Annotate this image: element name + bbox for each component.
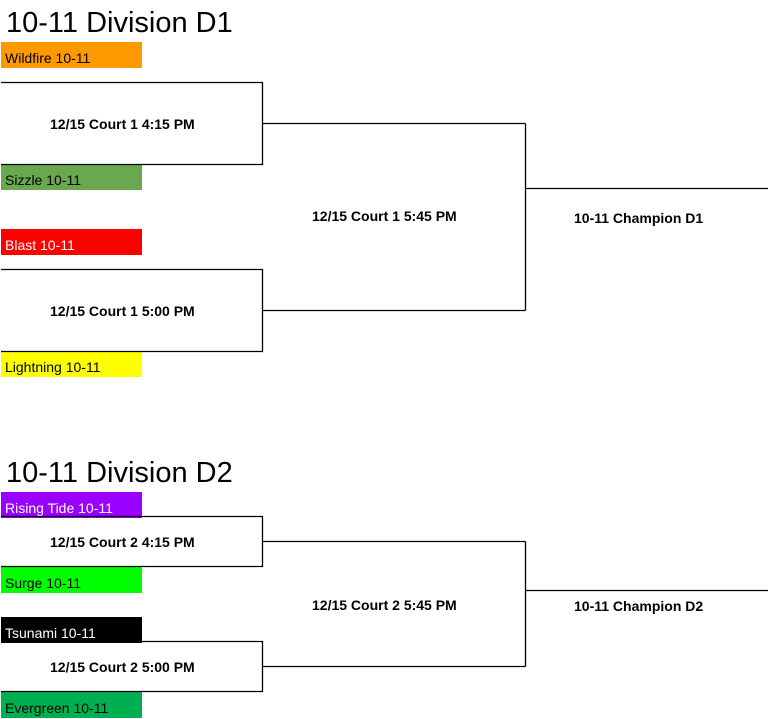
team-slot-sizzle[interactable]: Sizzle 10-11: [1, 164, 142, 190]
team-slot-rising-tide[interactable]: Rising Tide 10-11: [1, 492, 142, 518]
bracket-line-d2-semi2: [1, 640, 264, 693]
team-slot-lightning[interactable]: Lightning 10-11: [1, 351, 142, 377]
game-label-d2-semi2: 12/15 Court 2 5:00 PM: [50, 659, 195, 675]
game-label-d1-semi2: 12/15 Court 1 5:00 PM: [50, 303, 195, 319]
bracket-line-d2-semi1: [1, 515, 264, 568]
team-slot-evergreen[interactable]: Evergreen 10-11: [1, 692, 142, 718]
team-slot-tsunami[interactable]: Tsunami 10-11: [1, 617, 142, 643]
division-title-d2: 10-11 Division D2: [6, 457, 233, 489]
team-slot-wildfire[interactable]: Wildfire 10-11: [1, 42, 142, 68]
division-title-d1: 10-11 Division D1: [6, 7, 233, 39]
game-label-d1-final: 12/15 Court 1 5:45 PM: [312, 208, 457, 224]
champion-label-d1: 10-11 Champion D1: [574, 210, 704, 226]
bracket-line-d1-semi2: [1, 268, 264, 353]
game-label-d2-final: 12/15 Court 2 5:45 PM: [312, 597, 457, 613]
team-slot-blast[interactable]: Blast 10-11: [1, 229, 142, 255]
team-slot-surge[interactable]: Surge 10-11: [1, 567, 142, 593]
champion-label-d2: 10-11 Champion D2: [574, 598, 704, 614]
game-label-d1-semi1: 12/15 Court 1 4:15 PM: [50, 116, 195, 132]
bracket-line-d1-semi1: [1, 81, 264, 166]
game-label-d2-semi1: 12/15 Court 2 4:15 PM: [50, 534, 195, 550]
